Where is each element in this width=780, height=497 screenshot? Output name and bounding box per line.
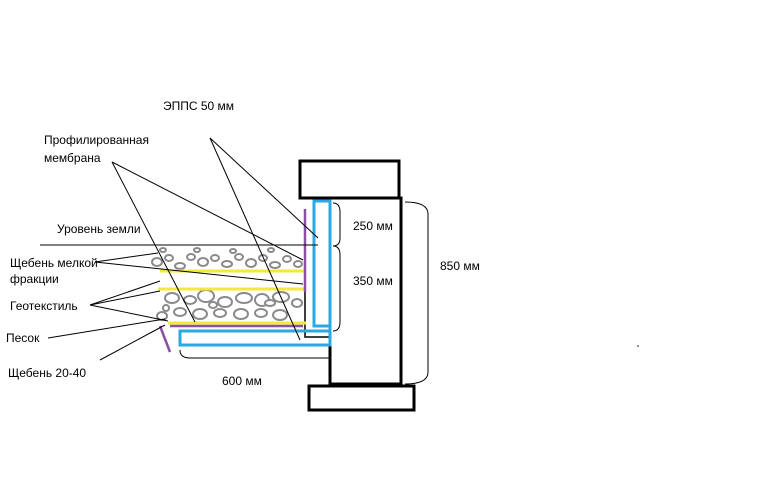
leader-membrane-1 [111,161,304,261]
gravel-stone [221,260,233,268]
label-gravel-2040: Щебень 20-40 [8,366,86,380]
leader-geotextile-3 [89,304,169,322]
label-fine-gravel-line1: Щебень мелкой [10,256,98,270]
epps-horizontal-board [178,329,332,347]
gravel-stone [164,254,174,262]
dim-250-bracket [332,202,341,247]
leader-fine-gravel-1 [94,261,304,285]
label-ground-level: Уровень земли [57,222,141,236]
leader-lines [47,137,319,361]
dimension-600: 600 мм [222,374,262,388]
gravel-stone [293,260,303,268]
membrane-line-slope [158,325,172,353]
dimension-marks [179,201,429,385]
dim-850-bracket [404,201,429,385]
gravel-stone [282,255,292,263]
leader-gravel-2040 [99,324,166,361]
gravel-stone [192,308,208,320]
gravel-stone [245,258,257,268]
label-sand: Песок [6,331,40,345]
gravel-stone [235,292,253,304]
gravel-stone [229,248,237,254]
gravel-stone [272,309,288,321]
dimension-250: 250 мм [353,219,393,233]
foundation-footing [307,384,416,412]
gravel-layer [151,247,303,321]
gravel-stone [233,308,249,320]
gravel-stone [267,247,275,253]
gravel-stone [183,295,197,305]
leader-epps-2 [209,137,301,341]
epps-insulation [178,199,332,347]
gravel-stone [210,254,220,262]
gravel-stone [291,298,303,308]
label-membrane-line2: мембрана [44,151,101,165]
leader-fine-gravel-2 [94,252,159,263]
leader-membrane-2 [111,161,196,323]
gravel-stone [197,257,209,267]
gravel-stone [159,247,167,253]
leader-epps-1 [209,137,319,239]
dimension-350: 350 мм [353,274,393,288]
label-membrane-line1: Профилированная [44,133,149,147]
wall-body [328,196,403,386]
leader-geotextile-2 [89,290,161,306]
wall-top-cap [298,159,401,200]
gravel-stone [174,262,186,270]
label-fine-gravel-line2: фракции [10,272,59,286]
gravel-stone [162,304,170,312]
label-geotextile: Геотекстиль [10,299,78,313]
stray-dot [637,345,639,347]
gravel-stone [151,257,163,267]
dim-350-bracket [332,245,341,332]
gravel-stone [186,253,196,261]
gravel-stone [173,307,187,317]
gravel-stone [264,299,276,307]
dim-600-bracket [179,348,331,359]
gravel-stone [217,296,233,308]
gravel-stone [197,289,215,303]
leader-geotextile-1 [89,280,161,306]
gravel-stone [234,253,244,261]
gravel-stone [208,301,218,309]
gravel-stone [254,308,268,318]
wall-structure [298,159,416,412]
labels: ЭППС 50 мм Профилированная мембрана Уров… [6,99,480,388]
gravel-stone [213,308,227,318]
gravel-stone [164,292,180,304]
leader-sand [47,318,166,339]
gravel-stone [193,247,201,253]
gravel-stone [269,261,281,269]
membrane-lines [158,209,307,353]
label-epps: ЭППС 50 мм [163,99,234,113]
wall-inner-step [304,290,330,338]
epps-vertical-board [312,199,332,328]
dimension-850: 850 мм [440,259,480,273]
